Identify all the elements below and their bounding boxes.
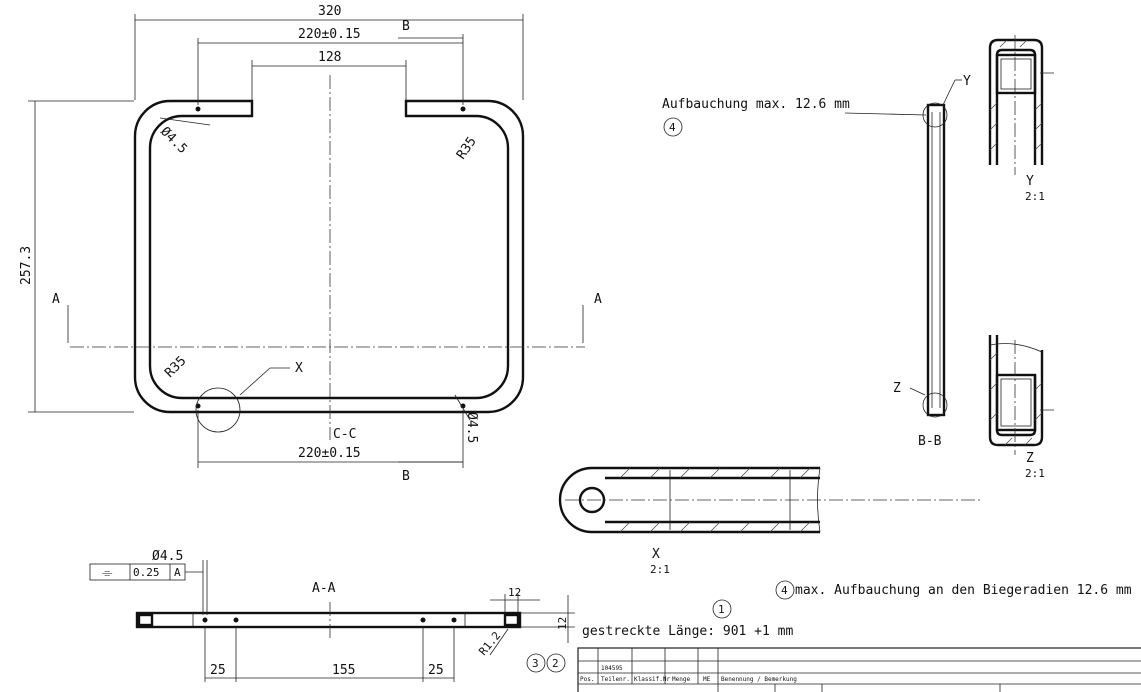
bulge-balloon: 4: [669, 121, 676, 134]
hole: [195, 106, 201, 112]
header-pos: Pos.: [580, 676, 594, 683]
dim-tube-height: 12: [556, 617, 569, 630]
balloon-3: 3: [532, 657, 539, 670]
hole: [460, 106, 466, 112]
callout-x: X: [295, 361, 303, 376]
fcf-diameter: Ø4.5: [152, 549, 183, 564]
part-number: 104595: [601, 665, 623, 672]
detail-z: [988, 335, 1055, 455]
dimension-lines: [28, 14, 584, 468]
dim-hole-dia-bottom: Ø4.5: [464, 412, 479, 443]
dim-aa-right: 25: [428, 663, 444, 678]
header-description: Benennung / Bemerkung: [721, 676, 797, 683]
section-label-b-top: B: [402, 19, 410, 34]
dim-opening: 128: [318, 50, 341, 65]
detail-x: [558, 466, 980, 534]
dim-tube-radius: R1.2: [476, 629, 503, 658]
header-part-no: Teilenr.: [601, 676, 630, 683]
view-label-bb: B-B: [918, 434, 942, 449]
fcf-symbol: ⌯: [102, 566, 113, 581]
header-quantity: Menge: [672, 676, 690, 683]
view-label-aa: A-A: [312, 581, 336, 596]
view-label-cc: C-C: [333, 427, 356, 442]
fcf-tolerance: 0.25: [133, 566, 160, 579]
callout-y: Y: [963, 74, 971, 89]
detail-x-label: X: [652, 547, 660, 562]
dim-aa-left: 25: [210, 663, 226, 678]
callout-z: Z: [893, 381, 901, 396]
main-view-frame: [70, 75, 585, 440]
length-balloon: 1: [718, 603, 725, 616]
balloon-2: 2: [552, 657, 559, 670]
header-class-no: Klassif.Nr: [634, 676, 671, 683]
detail-y-scale: 2:1: [1025, 190, 1045, 203]
dim-hole-dia-top: Ø4.5: [157, 124, 190, 157]
detail-z-label: Z: [1026, 451, 1034, 466]
length-note: gestreckte Länge: 901 +1 mm: [582, 624, 793, 639]
detail-y-label: Y: [1026, 174, 1034, 189]
side-view-bb: [844, 79, 962, 418]
section-aa: [89, 560, 575, 682]
bulge-note: max. Aufbauchung an den Biegeradien 12.6…: [795, 583, 1132, 598]
header-unit: ME: [703, 676, 711, 683]
fcf-datum: A: [174, 566, 181, 579]
bulge-callout: Aufbauchung max. 12.6 mm: [662, 97, 850, 112]
detail-z-scale: 2:1: [1025, 467, 1045, 480]
detail-y: [988, 35, 1055, 175]
dim-height-overall: 257.3: [19, 246, 34, 285]
section-label-b-bottom: B: [402, 469, 410, 484]
title-block: [577, 647, 1141, 692]
section-label-a-left: A: [52, 292, 60, 307]
dim-hole-spacing-top: 220±0.15: [298, 27, 361, 42]
dim-tube-width: 12: [508, 586, 521, 599]
dim-aa-mid: 155: [332, 663, 355, 678]
dim-width-overall: 320: [318, 4, 341, 19]
dim-radius-top: R35: [454, 134, 480, 162]
bulge-note-balloon: 4: [781, 584, 788, 597]
dim-radius-bottom: R35: [162, 354, 189, 381]
section-label-a-right: A: [594, 292, 602, 307]
dim-hole-spacing-bottom: 220±0.15: [298, 446, 361, 461]
detail-x-scale: 2:1: [650, 563, 670, 576]
hole: [460, 403, 466, 409]
